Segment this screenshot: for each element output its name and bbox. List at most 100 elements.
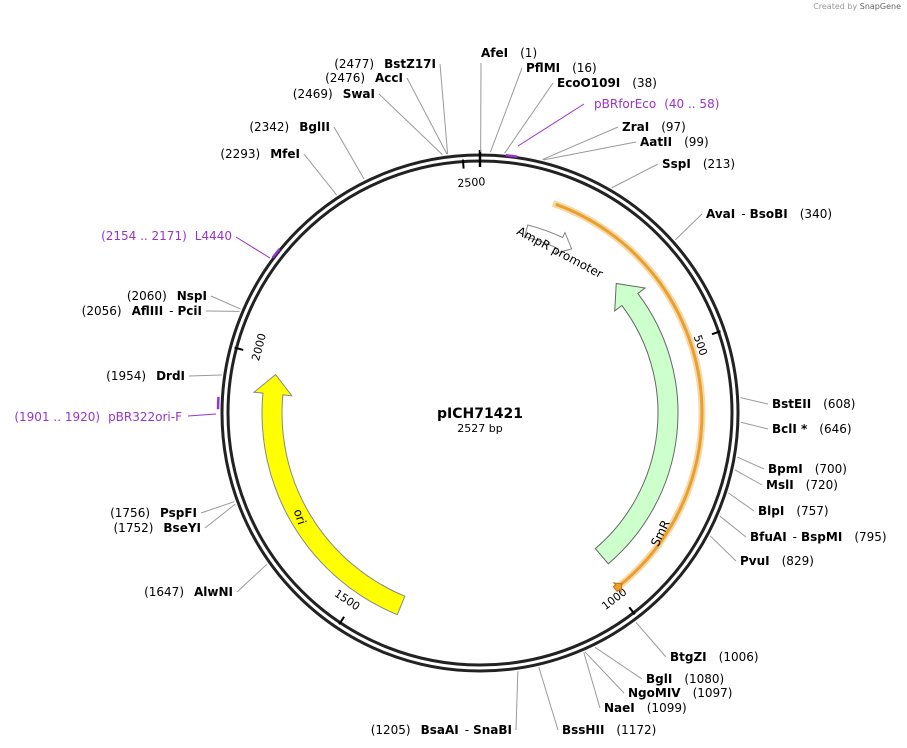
enzyme-leader [200, 501, 235, 514]
enzyme-label: AvaI-BsoBI(340) [706, 207, 832, 221]
enzyme-label: (2060) NspI [127, 289, 207, 303]
primer-name: pBR322ori-F [108, 410, 182, 424]
enzyme-label: SspI(213) [662, 157, 735, 171]
enzyme-leader [728, 492, 755, 512]
enzyme-position: (1099) [647, 701, 687, 715]
enzyme-site: (1205)BsaAI-SnaBI [371, 671, 519, 737]
orf-line [555, 202, 704, 589]
enzyme-label: ZraI (97) [622, 120, 686, 134]
enzyme-name: BssHII [562, 723, 604, 737]
enzyme-name: ZraI [622, 120, 649, 134]
enzyme-position: (99) [684, 135, 709, 149]
enzyme-site: BglI(1080) [594, 646, 724, 686]
enzyme-site: NaeI(1099) [583, 652, 687, 715]
enzyme-position: (1080) [684, 672, 724, 686]
enzyme-position: (97) [661, 120, 686, 134]
enzyme-site: (2476)AccI [325, 71, 448, 155]
enzyme-label: NgoMIV(1097) [628, 686, 732, 700]
enzyme-site: EcoO109I(38) [504, 76, 657, 154]
orf-arrowhead [612, 582, 623, 594]
enzyme-position: (2476) [325, 71, 365, 85]
enzyme-leader [709, 535, 737, 562]
feature-label-ori: ori [291, 507, 309, 526]
credit-prefix: Created by [813, 2, 858, 11]
enzyme-site: BclI *(646) [740, 421, 852, 436]
enzyme-site: (2342)BglII [249, 120, 365, 180]
enzyme-name: BglII [299, 120, 330, 134]
enzyme-leader [674, 213, 703, 241]
enzyme-name: AlwNI [194, 585, 233, 599]
enzyme-leader [378, 93, 443, 156]
enzyme-position: (2060) [127, 289, 167, 303]
enzyme-position: (1006) [719, 650, 759, 664]
primer-leader [235, 236, 271, 259]
enzyme-name: BseYI [163, 521, 201, 535]
enzyme-site: BssHII(1172) [538, 667, 656, 737]
enzyme-name: BstZ17I [384, 57, 436, 71]
enzyme-name: AvaI [706, 207, 735, 221]
enzyme-label: (1205)BsaAI-SnaBI [371, 723, 512, 737]
enzyme-leader [204, 503, 236, 529]
enzyme-separator: - [465, 723, 469, 737]
primer-leader [187, 413, 217, 417]
enzyme-position: (16) [572, 61, 597, 75]
enzyme-site: (2056)AflIII-PciI [82, 304, 240, 318]
enzyme-leader [734, 469, 763, 486]
enzyme-name: NspI [177, 289, 207, 303]
primer-range: (2154 .. 2171) [101, 229, 187, 243]
enzyme-label: AatII (99) [640, 135, 709, 149]
enzyme-name: PvuI [740, 554, 770, 568]
primer-name: pBRforEco [594, 97, 656, 111]
credit-brand: SnapGene [859, 2, 901, 11]
primer-range: (40 .. 58) [664, 97, 719, 111]
enzyme-site: NgoMIV(1097) [584, 651, 732, 700]
enzyme-position: (1954) [106, 369, 146, 383]
enzyme-position: (213) [703, 157, 735, 171]
enzyme-position: (2477) [334, 57, 374, 71]
enzyme-separator: - [741, 207, 745, 221]
enzyme-position: (1097) [693, 686, 733, 700]
enzyme-leader [740, 397, 769, 405]
enzyme-name: AatII [640, 135, 672, 149]
enzyme-position: (1752) [114, 521, 154, 535]
primer-label: pBRforEco (40 .. 58) [594, 97, 719, 111]
enzyme-site: BlpI(757) [728, 492, 829, 518]
enzyme-name: BsoBI [750, 207, 788, 221]
enzyme-leader [504, 82, 554, 154]
enzyme-label: (2056)AflIII-PciI [82, 304, 202, 318]
enzyme-leader [719, 515, 747, 538]
enzyme-sites: AfeI(1)PflMI(16)EcoO109I(38)ZraI(97)AatI… [82, 46, 887, 737]
backbone-rings [220, 150, 740, 673]
primer-leader [517, 103, 585, 147]
enzyme-leader [538, 667, 559, 731]
enzyme-site: (1756)PspFI [110, 501, 235, 520]
enzyme-site: (2293)MfeI [220, 147, 337, 196]
enzyme-label: (1647)AlwNI [144, 585, 233, 599]
enzyme-position: (608) [823, 397, 855, 411]
enzyme-name: BpmI [768, 462, 803, 476]
enzyme-position: (2469) [293, 87, 333, 101]
enzyme-label: (2476)AccI [325, 71, 403, 85]
tick-mark-2500 [461, 159, 465, 169]
enzyme-leader [583, 652, 601, 709]
enzyme-label: PflMI(16) [526, 61, 597, 75]
enzyme-name: MslI [766, 478, 794, 492]
enzyme-site: SspI(213) [611, 157, 735, 189]
enzyme-name: SnaBI [473, 723, 512, 737]
primer-mark [505, 154, 518, 158]
enzyme-leader [188, 374, 222, 377]
enzyme-leader [594, 646, 643, 680]
enzyme-name: MfeI [270, 147, 300, 161]
enzyme-name: PspFI [160, 506, 197, 520]
enzyme-name: EcoO109I [557, 76, 620, 90]
enzyme-name: AfeI [481, 46, 508, 60]
enzyme-label: BtgZI(1006) [670, 650, 759, 664]
enzyme-position: (1205) [371, 723, 411, 737]
enzyme-name: BstEII [772, 397, 811, 411]
enzyme-separator: - [169, 304, 173, 318]
enzyme-site: AatII (99) [543, 135, 709, 161]
enzyme-site: BfuAI-BspMI(795) [719, 515, 887, 544]
enzyme-separator: - [793, 530, 797, 544]
enzyme-site: AvaI-BsoBI(340) [674, 207, 832, 241]
tick-label-2000: 2000 [249, 332, 269, 362]
